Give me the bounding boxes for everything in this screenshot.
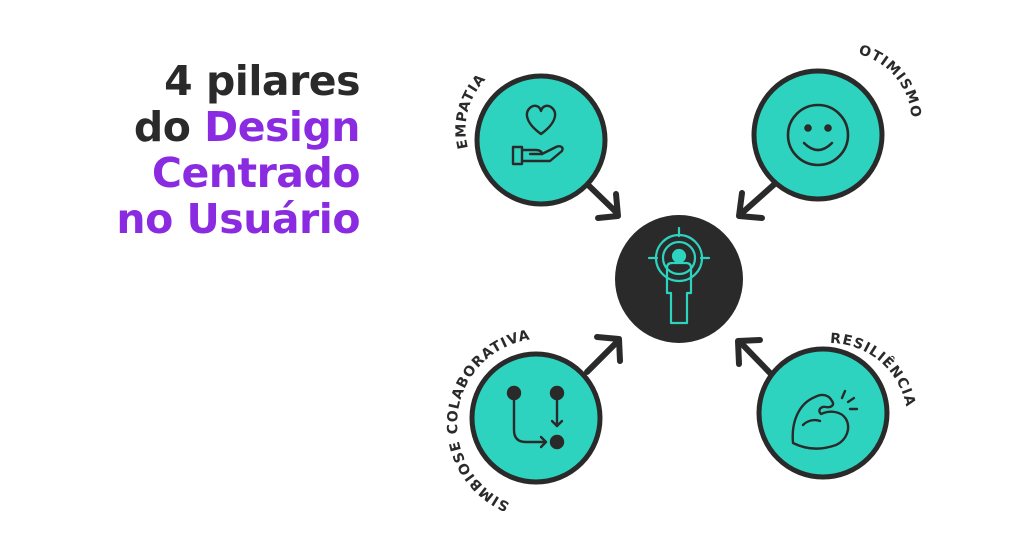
pillar-simbiose: SIMBIOSE COLABORATIVA: [445, 327, 603, 514]
diagram-title: 4 pilares do Design Centrado no Usuário: [116, 58, 360, 242]
arrow-simbiose: [584, 334, 623, 375]
title-line-3: Centrado: [151, 149, 361, 197]
center-node: [615, 215, 743, 343]
title-line-2-prefix: do: [133, 103, 205, 151]
heart-hand-icon: [511, 104, 564, 166]
pillar-resiliencia: RESILIÊNCIA: [756, 331, 917, 480]
arrow-otimismo: [736, 178, 781, 221]
flow-icon: [506, 385, 565, 450]
title-line-1: 4 pilares: [164, 57, 360, 105]
title-line-2: do Design: [116, 103, 361, 151]
pillar-otimismo: OTIMISMO: [751, 42, 923, 202]
target-user-icon: [647, 226, 711, 325]
arrow-resiliencia: [735, 337, 774, 377]
title-line-4: no Usuário: [116, 195, 360, 243]
smiley-icon: [786, 103, 850, 167]
flexed-arm-icon: [791, 389, 859, 450]
pillar-empatia: EMPATIA: [453, 71, 608, 207]
title-line-2-accent: Design: [204, 103, 360, 151]
